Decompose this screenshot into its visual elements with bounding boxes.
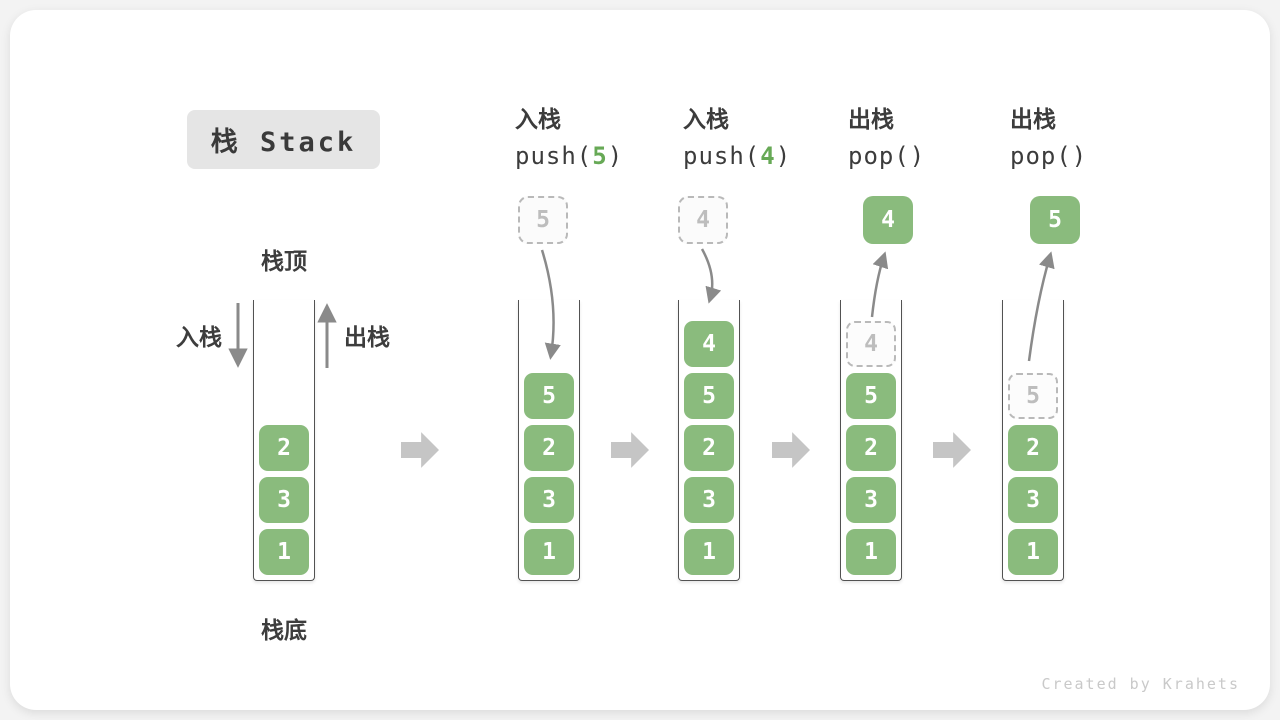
operation-name: 出栈 — [1010, 107, 1056, 133]
stack-cell: 1 — [1008, 529, 1058, 575]
stack-cell: 5 — [1008, 373, 1058, 419]
push-side-label: 入栈 — [176, 325, 222, 351]
stack-cell: 3 — [1008, 477, 1058, 523]
stack-cell: 1 — [846, 529, 896, 575]
stack-top-label: 栈顶 — [261, 249, 307, 275]
stack-cell: 5 — [846, 373, 896, 419]
operation-arg: 5 — [592, 142, 608, 170]
stack-container-after-pop-4: 4 5 2 3 1 — [840, 300, 902, 581]
stack-cell: 2 — [259, 425, 309, 471]
stack-container-after-push-5: 5 2 3 1 — [518, 300, 580, 581]
float-box-after-push-5: 5 — [518, 196, 568, 244]
stack-cell: 1 — [259, 529, 309, 575]
operation-arg: 4 — [760, 142, 776, 170]
stack-cell: 3 — [684, 477, 734, 523]
stack-cell: 1 — [684, 529, 734, 575]
operation-name: 入栈 — [683, 107, 729, 133]
float-box-after-push-4: 4 — [678, 196, 728, 244]
stack-cell: 5 — [524, 373, 574, 419]
operation-label-3: 出栈 pop() — [848, 105, 925, 170]
stack-cell: 3 — [846, 477, 896, 523]
pop-side-label: 出栈 — [344, 325, 390, 351]
operation-name: 入栈 — [515, 107, 561, 133]
operation-name: 出栈 — [848, 107, 894, 133]
operation-label-4: 出栈 pop() — [1010, 105, 1087, 170]
float-box-after-pop-5: 5 — [1030, 196, 1080, 244]
stack-cell: 3 — [259, 477, 309, 523]
stack-cell: 3 — [524, 477, 574, 523]
operation-code: push(5) — [515, 142, 624, 170]
operation-label-2: 入栈 push(4) — [683, 105, 791, 170]
stack-cell: 2 — [684, 425, 734, 471]
operation-code: pop() — [1010, 142, 1088, 170]
stack-cell: 5 — [684, 373, 734, 419]
title-text: 栈 Stack — [210, 127, 357, 158]
float-box-after-pop-4: 4 — [863, 196, 913, 244]
stack-cell: 4 — [846, 321, 896, 367]
watermark: Created by Krahets — [1041, 675, 1240, 693]
stack-cell: 2 — [524, 425, 574, 471]
operation-code: push(4) — [683, 142, 792, 170]
title-box: 栈 Stack — [187, 110, 380, 169]
operation-label-1: 入栈 push(5) — [515, 105, 623, 170]
stack-cell: 1 — [524, 529, 574, 575]
operation-code: pop() — [848, 142, 926, 170]
stack-container-after-pop-5: 5 2 3 1 — [1002, 300, 1064, 581]
stack-container-initial-stack: 2 3 1 — [253, 300, 315, 581]
stack-cell: 2 — [1008, 425, 1058, 471]
stack-cell: 4 — [684, 321, 734, 367]
stack-cell: 2 — [846, 425, 896, 471]
stack-container-after-push-4: 4 5 2 3 1 — [678, 300, 740, 581]
stack-bottom-label: 栈底 — [261, 618, 307, 644]
